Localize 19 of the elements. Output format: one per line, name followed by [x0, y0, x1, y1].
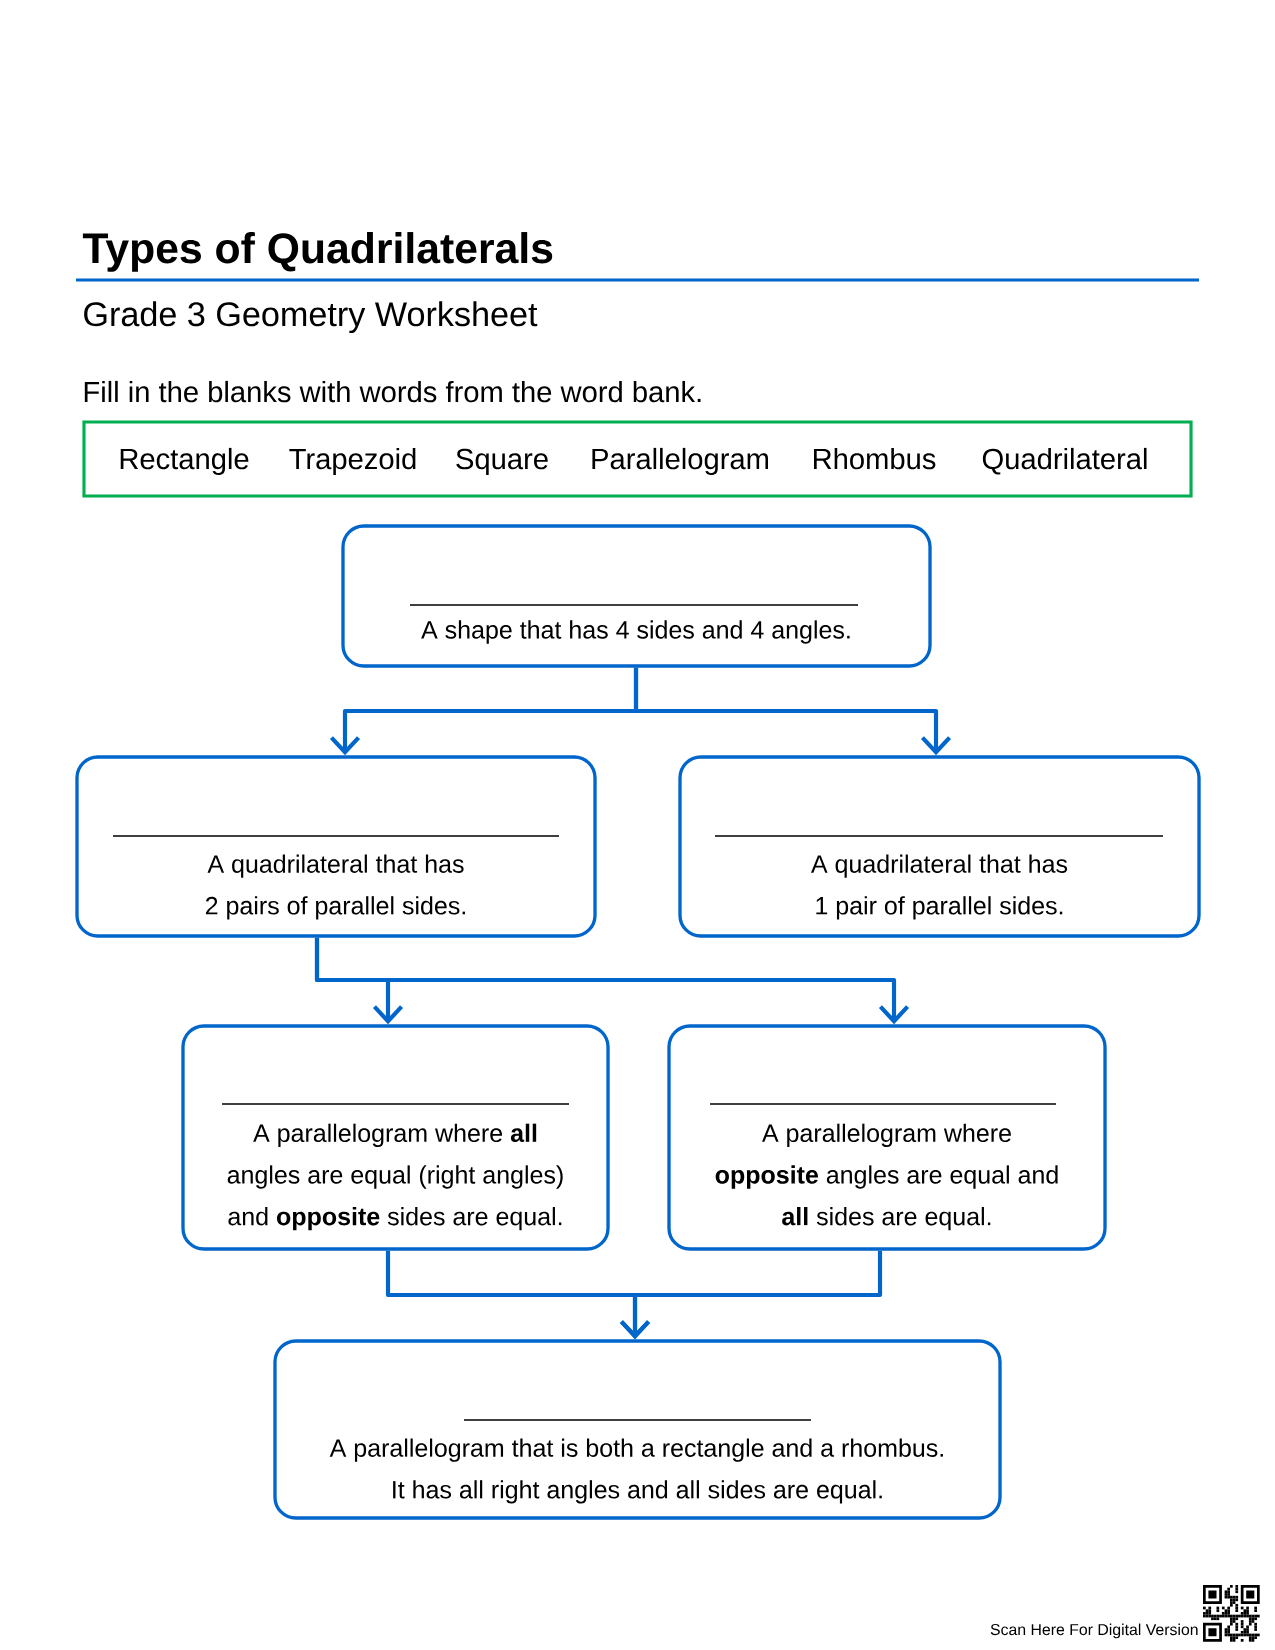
arrow — [619, 1250, 883, 1340]
definition-box: A quadrilateral that has 1 pair of parallel sides. — [678, 755, 1201, 938]
qr-caption: Scan Here For Digital Version — [990, 1623, 1198, 1639]
bank-word: Square — [456, 448, 548, 476]
bank-word: Quadrilateral — [982, 447, 1147, 475]
definition-box: A parallelogram where opposite angles are equal and all sides are equal. — [667, 1024, 1107, 1251]
word-bank — [82, 420, 1193, 498]
bank-word: Parallelogram — [592, 447, 768, 476]
arrow — [314, 937, 910, 1025]
definition-box: A parallelogram that is both a rectangle and a rhombus. It has all right angles and all sides are equal. — [273, 1339, 1002, 1520]
bank-word: Trapezoid — [289, 447, 416, 476]
bank-word: Rectangle — [120, 447, 249, 476]
definition-box: A shape that has 4 sides and 4 angles. — [341, 524, 932, 668]
definition-box: A parallelogram where all angles are equal (right angles) and opposite sides are equal. — [181, 1024, 610, 1251]
title: Types of Quadrilaterals — [82, 232, 553, 272]
subtitle: Grade 3 Geometry Worksheet — [84, 301, 538, 334]
bank-word: Rhombus — [814, 447, 936, 470]
arrow — [633, 667, 952, 756]
definition-box: A quadrilateral that has 2 pairs of parallel sides. — [75, 755, 597, 938]
